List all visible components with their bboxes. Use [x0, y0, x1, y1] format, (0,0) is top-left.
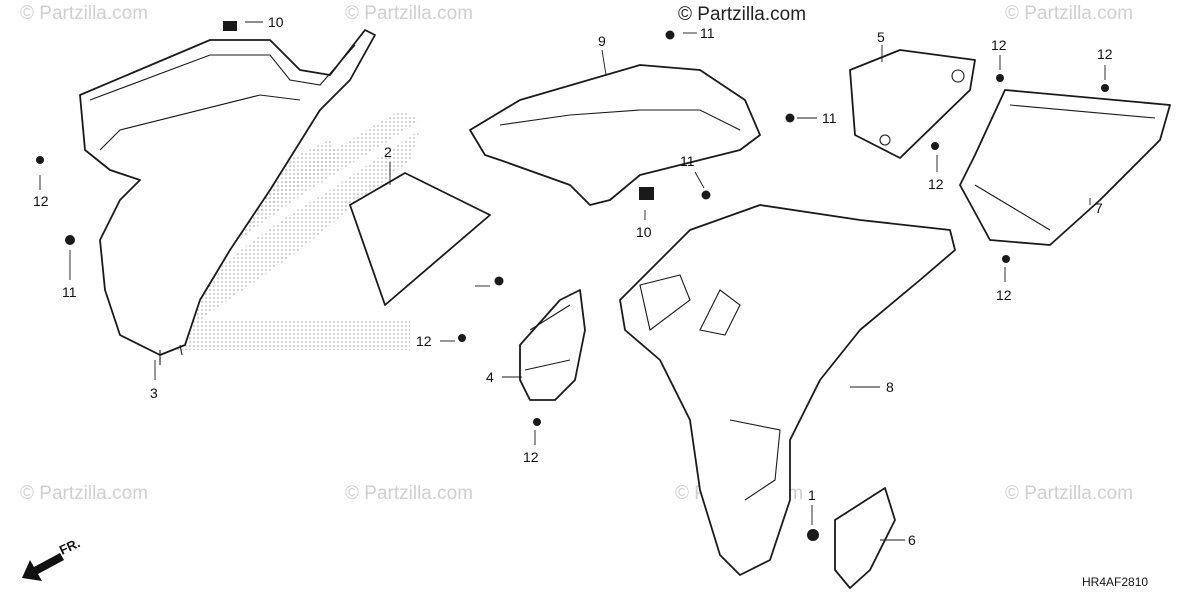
part-7-right-panel	[959, 89, 1171, 246]
diagram-code: HR4AF2810	[1082, 575, 1148, 589]
fastener-bolt	[665, 30, 675, 40]
front-label: FR.	[57, 535, 82, 557]
part-2-pad	[349, 172, 491, 306]
callout-number: 10	[268, 14, 284, 30]
fastener-screw	[1101, 84, 1109, 92]
watermark: © Partzilla.com	[1005, 483, 1133, 504]
callout-number: 7	[1095, 200, 1103, 216]
fastener-nut	[807, 529, 819, 541]
fastener-screw	[458, 334, 466, 342]
part-9-top-cover	[469, 64, 761, 206]
watermark: © Partzilla.com	[345, 3, 473, 24]
fastener-clip	[639, 187, 654, 200]
part-3-left-side-cover	[79, 29, 376, 365]
callout-number: 11	[62, 284, 77, 300]
callout-number: 8	[886, 379, 894, 395]
watermark: © Partzilla.com	[20, 483, 148, 504]
fastener-bolt	[701, 190, 711, 200]
callout-number: 1	[808, 487, 816, 503]
part-8-main-side-cover	[619, 204, 956, 576]
fastener-screw	[1002, 255, 1010, 263]
callout-number: 10	[636, 224, 652, 240]
callout-number: 12	[416, 333, 432, 349]
callout-number: 6	[908, 532, 916, 548]
callout-number: 12	[523, 449, 539, 465]
fastener-bolt	[494, 276, 504, 286]
callout-number: 11	[822, 110, 837, 126]
callout-number: 11	[680, 153, 695, 169]
callout-number: 12	[33, 193, 49, 209]
callout-number: 12	[1097, 46, 1113, 62]
callout-number: 12	[996, 287, 1012, 303]
callout-number: 12	[928, 176, 944, 192]
callout-number: 5	[877, 29, 885, 45]
callout-number: 3	[150, 385, 158, 401]
callout-number: 2	[384, 144, 392, 160]
part-4-bracket	[519, 289, 586, 401]
fastener-screw	[996, 74, 1004, 82]
part-5-plate	[849, 49, 976, 159]
callout-number: 11	[700, 25, 715, 41]
watermark: © Partzilla.com	[345, 483, 473, 504]
fastener-bolt	[65, 235, 75, 245]
watermark: © Partzilla.com	[1005, 3, 1133, 24]
fastener-bolt	[785, 113, 795, 123]
part-6-small-cover	[834, 487, 896, 589]
front-arrow-icon	[22, 553, 64, 581]
callout-labels: 10 12 11 3 2 9 11 11 10 11 12 4 12 5 12 …	[33, 14, 1113, 548]
front-direction-indicator: FR.	[22, 535, 82, 581]
leader-lines	[39, 21, 1106, 541]
fastener-screw	[533, 418, 541, 426]
watermark: © Partzilla.com	[20, 3, 148, 24]
callout-number: 4	[486, 369, 494, 385]
copyright-label: © Partzilla.com	[678, 4, 806, 25]
callout-number: 9	[598, 33, 606, 49]
fastener-screw	[36, 156, 44, 164]
callout-number: 12	[991, 37, 1007, 53]
fastener-clip	[223, 21, 237, 31]
fastener-screw	[931, 142, 939, 150]
